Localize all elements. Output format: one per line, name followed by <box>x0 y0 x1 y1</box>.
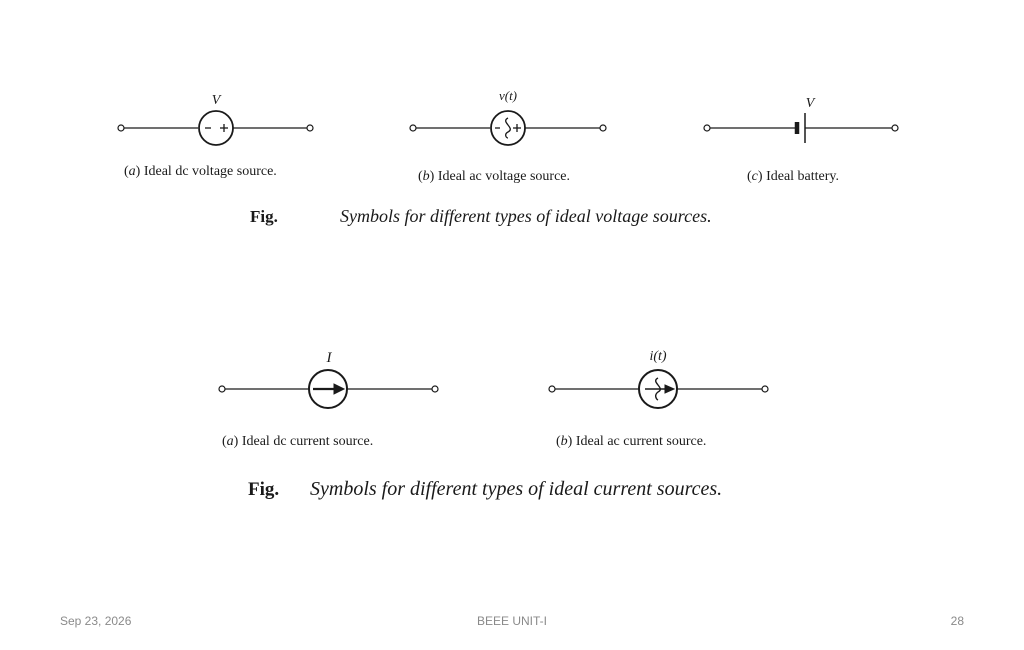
current-fig-prefix: Fig. <box>248 479 279 500</box>
terminal-right <box>599 124 607 132</box>
terminal-left <box>703 124 711 132</box>
dc-current-label: I <box>326 350 333 366</box>
terminal-right <box>761 385 769 393</box>
sine-wave-icon <box>655 377 661 401</box>
dc-current-caption: (a) Ideal dc current source. <box>222 434 373 449</box>
ac-current-source-symbol <box>548 369 769 409</box>
terminal-right <box>306 124 314 132</box>
ac-voltage-caption: (b) Ideal ac voltage source. <box>418 169 570 184</box>
ac-voltage-source-symbol <box>409 110 607 146</box>
dc-voltage-caption: (a) Ideal dc voltage source. <box>124 164 277 179</box>
terminal-right <box>891 124 899 132</box>
dc-voltage-source-symbol <box>117 110 314 146</box>
terminal-right <box>431 385 439 393</box>
footer-title: BEEE UNIT-I <box>476 614 547 628</box>
dc-current-source-symbol <box>218 369 439 409</box>
voltage-fig-prefix: Fig. <box>250 207 278 226</box>
page-number: 28 <box>950 614 964 628</box>
terminal-left <box>548 385 556 393</box>
ac-current-label: i(t) <box>649 349 666 364</box>
battery-label: V <box>806 96 816 111</box>
ac-current-caption: (b) Ideal ac current source. <box>556 434 706 449</box>
terminal-left <box>409 124 417 132</box>
battery-caption: (c) Ideal battery. <box>747 169 839 184</box>
terminal-left <box>218 385 226 393</box>
footer-date: Sep 23, 2026 <box>60 614 132 628</box>
current-fig-caption: Symbols for different types of ideal cur… <box>310 478 722 500</box>
dc-voltage-label: V <box>212 93 222 108</box>
terminal-left <box>117 124 125 132</box>
battery-symbol <box>703 113 899 143</box>
sine-wave-icon <box>505 117 511 139</box>
voltage-fig-caption: Symbols for different types of ideal vol… <box>340 206 712 226</box>
ac-voltage-label: v(t) <box>499 88 517 103</box>
